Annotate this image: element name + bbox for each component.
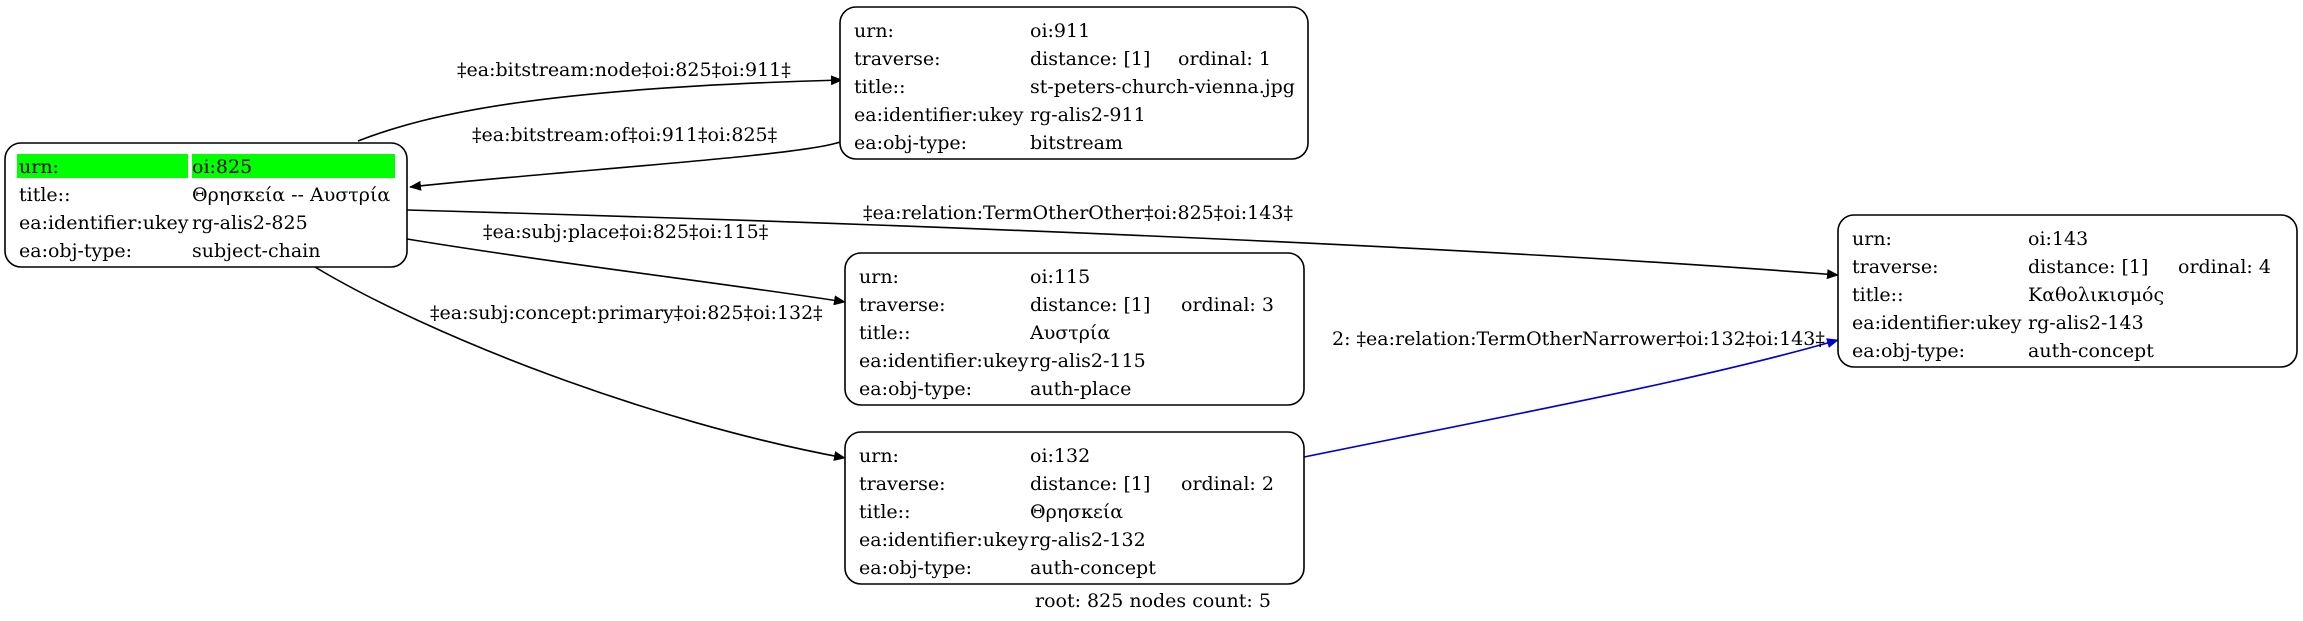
node-field-value: distance: [1] — [1030, 294, 1150, 316]
node-field-key: ea:identifier:ukey — [859, 529, 1029, 551]
node-field-key: urn: — [854, 20, 894, 42]
node-field-value: auth-concept — [1030, 557, 1156, 579]
edge-n825-to-n911 — [357, 75, 843, 142]
edge-label: ‡ea:bitstream:of‡oi:911‡oi:825‡ — [472, 124, 777, 146]
node-field-key: ea:identifier:ukey — [1852, 312, 2022, 334]
edge-label: 2: ‡ea:relation:TermOtherNarrower‡oi:132… — [1332, 328, 1825, 350]
node-field-key: ea:obj-type: — [19, 240, 132, 262]
node-field-value: st-peters-church-vienna.jpg — [1030, 76, 1295, 98]
node-box — [844, 252, 1305, 406]
footer-caption: root: 825 nodes count: 5 — [1035, 590, 1271, 612]
node-field-value: distance: [1] — [2028, 256, 2148, 278]
node-field-value: Θρησκεία — [1030, 501, 1123, 523]
edge-label: ‡ea:subj:place‡oi:825‡oi:115‡ — [483, 221, 768, 243]
node-field-value: rg-alis2-115 — [1030, 350, 1146, 372]
node-field-key: traverse: — [854, 48, 941, 70]
node-field-key: ea:obj-type: — [859, 557, 972, 579]
node-field-key: ea:identifier:ukey — [19, 212, 189, 234]
node-field-value: bitstream — [1030, 132, 1123, 154]
node-field-value: oi:132 — [1030, 445, 1090, 467]
node-field-key: title:: — [859, 322, 910, 344]
node-field-value: oi:911 — [1030, 20, 1090, 42]
node-n143[interactable]: urn: oi:143 traverse: distance: [1] ordinal:… — [1837, 214, 2298, 368]
node-n911[interactable]: urn: oi:911 traverse: distance: [1] ordinal:… — [839, 6, 1309, 160]
node-field-key: traverse: — [859, 473, 946, 495]
node-n115[interactable]: urn: oi:115 traverse: distance: [1] ordinal:… — [844, 252, 1305, 406]
node-field-key: ea:identifier:ukey — [854, 104, 1024, 126]
node-field-value: subject-chain — [192, 240, 321, 262]
node-field-key: title:: — [1852, 284, 1903, 306]
node-field-key: ea:obj-type: — [859, 378, 972, 400]
highlight-cell — [17, 154, 188, 178]
node-box — [839, 6, 1309, 160]
node-field-value: rg-alis2-132 — [1030, 529, 1146, 551]
node-field-key: urn: — [859, 266, 899, 288]
node-field-extra: ordinal: 2 — [1181, 473, 1274, 495]
node-field-extra: ordinal: 4 — [2178, 256, 2271, 278]
node-field-value: auth-concept — [2028, 340, 2154, 362]
node-field-key: title:: — [854, 76, 905, 98]
edge-n911-to-n825 — [409, 141, 841, 191]
node-field-key: urn: — [1852, 228, 1892, 250]
edge-n132-to-n143 — [1303, 338, 1839, 458]
node-field-key: ea:obj-type: — [1852, 340, 1965, 362]
node-field-extra: ordinal: 3 — [1181, 294, 1274, 316]
node-field-value: rg-alis2-911 — [1030, 104, 1146, 126]
node-field-key: ea:identifier:ukey — [859, 350, 1029, 372]
node-field-key: ea:obj-type: — [854, 132, 967, 154]
edge-n825-to-n115 — [406, 238, 846, 306]
node-field-value: oi:115 — [1030, 266, 1090, 288]
edge-label: ‡ea:subj:concept:primary‡oi:825‡oi:132‡ — [430, 302, 823, 324]
edge-n825-to-n143 — [406, 209, 1839, 280]
node-field-value: oi:143 — [2028, 228, 2088, 250]
node-field-key: urn: — [859, 445, 899, 467]
node-field-extra: ordinal: 1 — [1178, 48, 1271, 70]
node-field-value: Καθολικισμός — [2028, 284, 2164, 306]
node-field-key: title:: — [859, 501, 910, 523]
node-box — [1837, 214, 2298, 368]
node-field-value: rg-alis2-143 — [2028, 312, 2144, 334]
node-field-value: auth-place — [1030, 378, 1131, 400]
node-field-value: distance: [1] — [1030, 48, 1150, 70]
highlight-cell — [192, 154, 395, 178]
edge-label: ‡ea:relation:TermOtherOther‡oi:825‡oi:14… — [863, 202, 1293, 224]
node-field-key: traverse: — [1852, 256, 1939, 278]
node-field-key: title:: — [19, 184, 70, 206]
node-field-value: distance: [1] — [1030, 473, 1150, 495]
node-n132[interactable]: urn: oi:132 traverse: distance: [1] ordinal:… — [844, 431, 1305, 585]
node-field-key: urn: — [19, 156, 59, 178]
node-field-value: Θρησκεία -- Αυστρία — [192, 184, 390, 206]
node-field-value: rg-alis2-825 — [192, 212, 308, 234]
edge-n825-to-n132 — [314, 266, 846, 461]
node-field-key: traverse: — [859, 294, 946, 316]
node-field-value: Αυστρία — [1029, 322, 1110, 344]
node-box — [844, 431, 1305, 585]
edge-label: ‡ea:bitstream:node‡oi:825‡oi:911‡ — [457, 59, 791, 81]
node-field-value: oi:825 — [192, 156, 252, 178]
